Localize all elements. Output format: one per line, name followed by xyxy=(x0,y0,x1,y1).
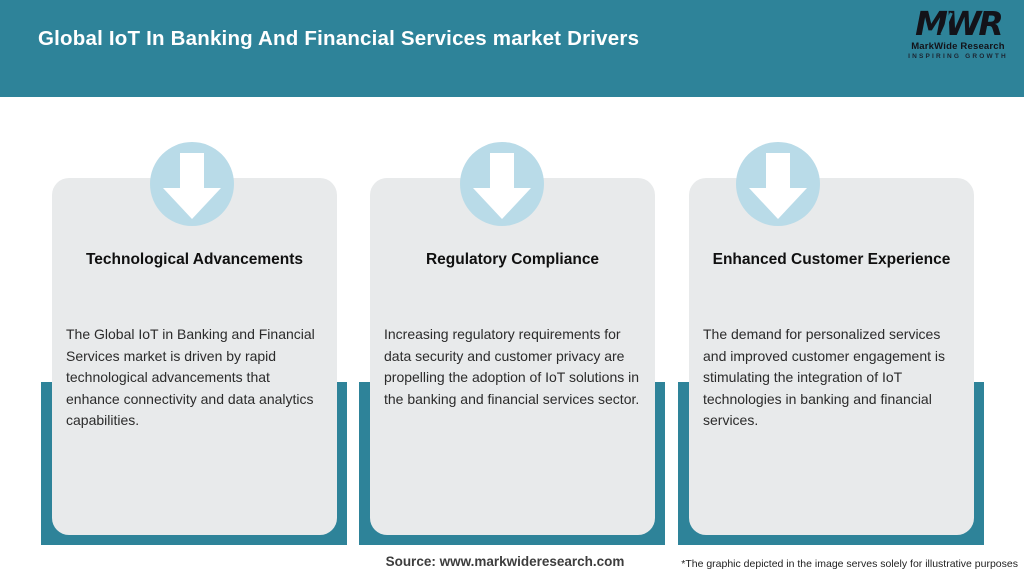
logo-acronym: MWR xyxy=(915,4,1004,43)
card-description: The demand for personalized services and… xyxy=(703,326,946,428)
disclaimer-text: *The graphic depicted in the image serve… xyxy=(681,558,1018,570)
card-description: The Global IoT in Banking and Financial … xyxy=(66,326,315,428)
driver-column-regulatory-compliance: Regulatory Compliance Increasing regulat… xyxy=(359,142,665,552)
card-title: Enhanced Customer Experience xyxy=(712,251,951,268)
driver-card: Regulatory Compliance Increasing regulat… xyxy=(370,178,655,535)
header-bar: Global IoT In Banking And Financial Serv… xyxy=(0,0,1024,97)
driver-card: Enhanced Customer Experience The demand … xyxy=(689,178,974,535)
page-title: Global IoT In Banking And Financial Serv… xyxy=(38,27,640,50)
driver-column-technological-advancements: Technological Advancements The Global Io… xyxy=(41,142,347,552)
card-title: Technological Advancements xyxy=(85,251,304,268)
down-arrow-icon xyxy=(150,142,234,226)
down-arrow-icon xyxy=(460,142,544,226)
card-description: Increasing regulatory requirements for d… xyxy=(384,326,640,407)
logo-company-name: MarkWide Research xyxy=(911,41,1005,52)
markwide-research-logo: MWR MarkWide Research INSPIRING GROWTH xyxy=(904,7,1012,61)
driver-column-enhanced-customer-experience: Enhanced Customer Experience The demand … xyxy=(678,142,984,552)
driver-card: Technological Advancements The Global Io… xyxy=(52,178,337,535)
logo-tagline: INSPIRING GROWTH xyxy=(908,53,1008,60)
source-text: Source: www.markwideresearch.com xyxy=(385,554,625,569)
down-arrow-icon xyxy=(736,142,820,226)
card-title: Regulatory Compliance xyxy=(425,251,600,268)
